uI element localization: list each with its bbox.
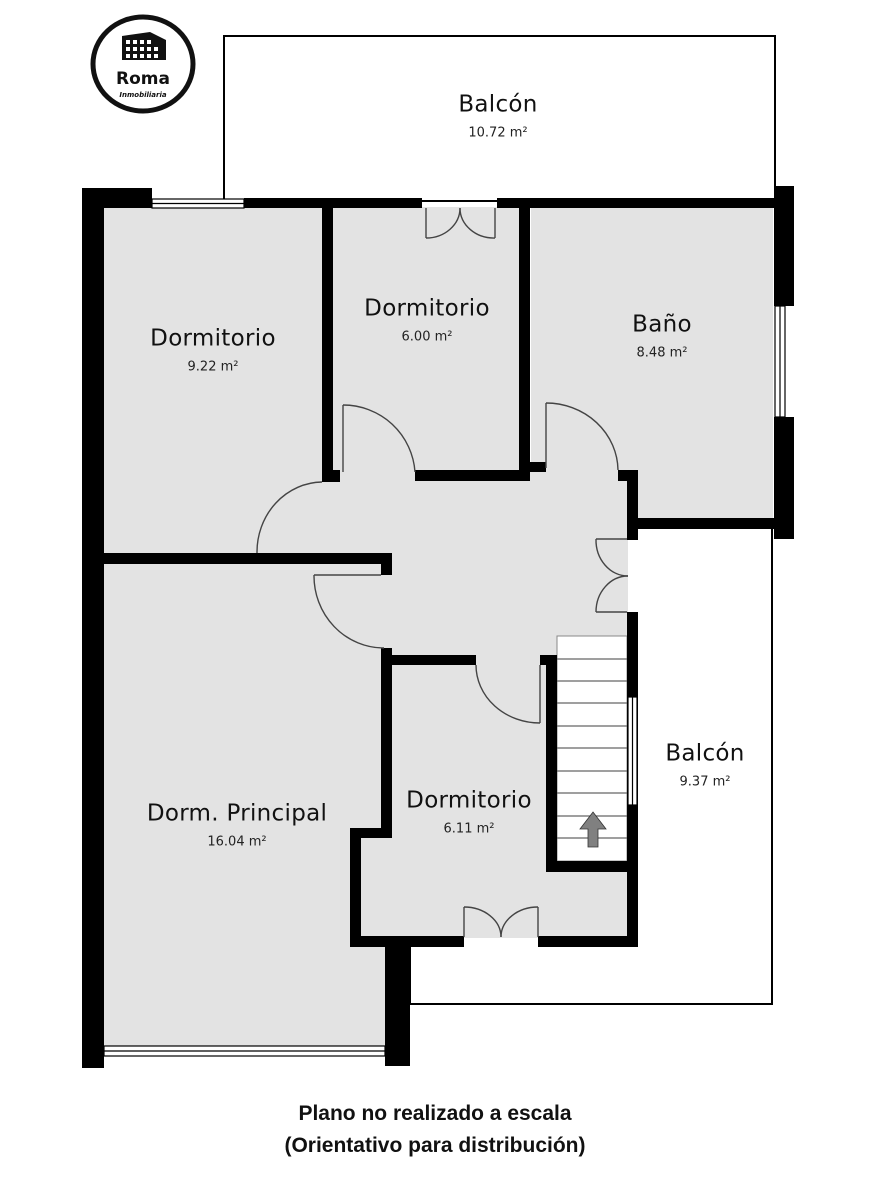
disclaimer-line-1: Plano no realizado a escala — [298, 1102, 572, 1125]
colosseum-icon — [122, 32, 166, 60]
logo-subtitle: Inmobiliaria — [119, 91, 167, 99]
doors — [256, 207, 629, 938]
room-name: Dormitorio — [150, 325, 276, 352]
room-label-dormitorio-1: Dormitorio 9.22 m² — [150, 326, 276, 375]
room-label-balcon-top: Balcón 10.72 m² — [458, 92, 537, 141]
room-name: Dormitorio — [406, 787, 532, 814]
room-area: 6.00 m² — [401, 329, 453, 345]
scale-disclaimer: Plano no realizado a escala (Orientativo… — [0, 1098, 870, 1162]
room-label-dormitorio-2: Dormitorio 6.00 m² — [364, 296, 490, 345]
disclaimer-line-2: (Orientativo para distribución) — [284, 1134, 586, 1157]
windows — [103, 198, 786, 1057]
room-name: Balcón — [665, 740, 745, 767]
room-name: Balcón — [458, 91, 538, 118]
room-area: 8.48 m² — [636, 345, 688, 361]
room-label-dormitorio-3: Dormitorio 6.11 m² — [406, 788, 532, 837]
room-label-balcon-right: Balcón 9.37 m² — [665, 741, 744, 790]
room-name: Baño — [632, 311, 692, 338]
balcony-top — [223, 35, 776, 202]
room-area: 10.72 m² — [468, 125, 528, 141]
logo: Roma Inmobiliaria — [88, 14, 198, 114]
room-area: 6.11 m² — [443, 821, 495, 837]
room-area: 9.37 m² — [679, 774, 731, 790]
staircase — [556, 635, 628, 862]
room-label-dorm-principal: Dorm. Principal 16.04 m² — [147, 801, 327, 850]
room-area: 16.04 m² — [207, 834, 267, 850]
logo-title: Roma — [116, 69, 170, 89]
room-label-bano: Baño 8.48 m² — [632, 312, 692, 361]
stairs-up-arrow-icon — [579, 811, 607, 848]
room-name: Dorm. Principal — [146, 800, 328, 827]
room-area: 9.22 m² — [187, 359, 239, 375]
room-name: Dormitorio — [364, 295, 490, 322]
logo-ring-icon — [90, 14, 196, 114]
